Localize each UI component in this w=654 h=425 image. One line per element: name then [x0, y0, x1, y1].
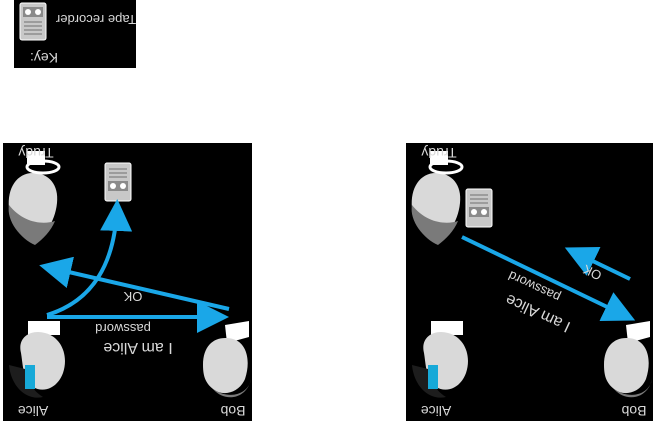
ok-label: OK [580, 262, 604, 284]
tape-recorder-icon [104, 162, 132, 202]
tape-recorder-icon [465, 188, 493, 228]
right-scenario-svg: Trudy Alice Bob [411, 145, 652, 419]
bob-figure [203, 321, 251, 398]
password-label: password [95, 321, 151, 336]
key-panel: Tape recorder Key: [14, 0, 136, 68]
left-scenario-panel: Trudy Alice Bob [3, 143, 252, 421]
trudy-label: Trudy [421, 145, 456, 161]
key-label: Key: [30, 50, 58, 66]
ok-label: OK [123, 289, 142, 304]
key-svg: Tape recorder Key: [19, 2, 136, 66]
left-scenario-svg: Trudy Alice Bob [8, 145, 251, 419]
trudy-figure [411, 151, 464, 245]
trudy-figure [8, 151, 61, 245]
bob-label: Bob [220, 403, 245, 419]
alice-label: Alice [18, 403, 49, 419]
bob-figure [604, 321, 652, 398]
tape-recorder-icon [19, 2, 47, 41]
alice-figure [9, 321, 65, 398]
bob-to-alice-arrow [39, 256, 230, 311]
trudy-label: Trudy [18, 145, 53, 161]
bob-label: Bob [621, 403, 646, 419]
recorder-label: Tape recorder [55, 12, 136, 27]
recording-arrow [46, 199, 133, 317]
bob-to-trudy-arrow [564, 247, 631, 281]
trudy-to-bob-arrow [461, 235, 636, 321]
alice-figure [412, 321, 468, 398]
claim-label: I am Alice [103, 339, 172, 356]
right-scenario-panel: Trudy Alice Bob [406, 143, 653, 421]
alice-label: Alice [421, 403, 452, 419]
